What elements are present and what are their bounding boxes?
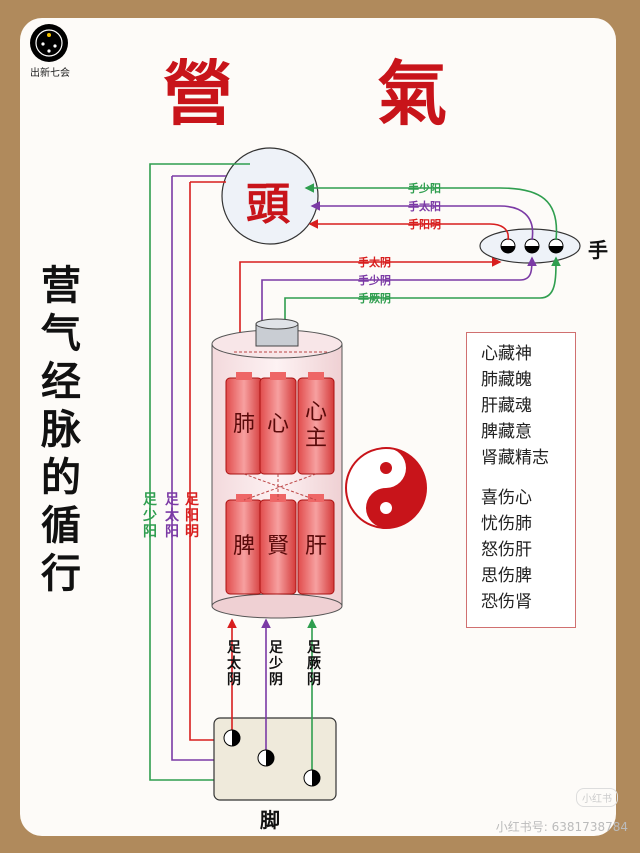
foot-yang-label: 足少阳	[143, 492, 157, 540]
side-title-char: 循	[41, 502, 81, 549]
info-box: 心藏神 肺藏魄 肝藏魂 脾藏意 肾藏精志 喜伤心 忧伤肺 怒伤肝 思伤脾 恐伤肾	[466, 332, 576, 628]
side-title-char: 经	[41, 358, 81, 405]
info-line: 怒伤肝	[481, 540, 532, 560]
hand-channel-label: 手太阳	[408, 200, 441, 213]
foot-yang-label: 足阳明	[185, 492, 199, 540]
hand-label: 手	[588, 238, 608, 262]
head-label: 頭	[246, 179, 290, 230]
foot-yang-label: 足太阳	[165, 492, 179, 540]
logo-icon	[30, 24, 68, 62]
organ-heart: 心	[266, 412, 289, 437]
info-line: 肺藏魄	[481, 370, 532, 390]
side-title-char: 气	[41, 310, 81, 357]
organ-pericardium: 心主	[304, 400, 327, 451]
hand-channel-label: 手少阴	[358, 274, 391, 287]
info-line: 喜伤心	[481, 488, 532, 508]
info-line: 心藏神	[481, 344, 532, 364]
foot-label: 脚	[260, 808, 280, 832]
foot-yin-label: 足太阴	[227, 640, 241, 688]
info-line: 脾藏意	[481, 422, 532, 442]
info-line: 肾藏精志	[481, 448, 549, 468]
hand-channel-label: 手太阴	[358, 256, 391, 269]
foot-points	[223, 729, 321, 787]
watermark-badge: 小红书	[576, 788, 618, 807]
head-circle	[221, 147, 319, 245]
info-line: 肝藏魂	[481, 396, 532, 416]
hand-channel-label: 手厥阴	[358, 292, 391, 305]
side-title-char: 营	[41, 262, 81, 309]
page-title: 營 氣	[162, 52, 508, 135]
info-line: 恐伤肾	[481, 592, 532, 612]
info-line: 思伤脾	[481, 566, 532, 586]
watermark: 小红书号: 6381738784	[495, 820, 628, 834]
info-line: 忧伤肺	[481, 514, 532, 534]
foot-yin-label: 足少阴	[269, 640, 283, 688]
foot-yin-label: 足厥阴	[307, 640, 321, 688]
side-title-char: 脉	[41, 406, 81, 453]
hand-points	[500, 238, 564, 254]
side-title-char: 行	[41, 550, 81, 597]
hand-channel-label: 手阳明	[408, 218, 441, 231]
side-title-char: 的	[41, 454, 81, 501]
yin-yang-icon	[345, 447, 427, 529]
organ-spleen: 脾	[232, 534, 255, 559]
organ-liver: 肝	[304, 534, 327, 559]
logo-text: 出新七会	[30, 68, 70, 79]
hand-channel-label: 手少阳	[408, 182, 441, 195]
organ-lung: 肺	[232, 412, 255, 437]
organ-kidney: 賢	[266, 534, 289, 559]
side-title: 营 气 经 脉 的 循 行	[36, 262, 86, 598]
organ-batteries	[225, 351, 335, 595]
